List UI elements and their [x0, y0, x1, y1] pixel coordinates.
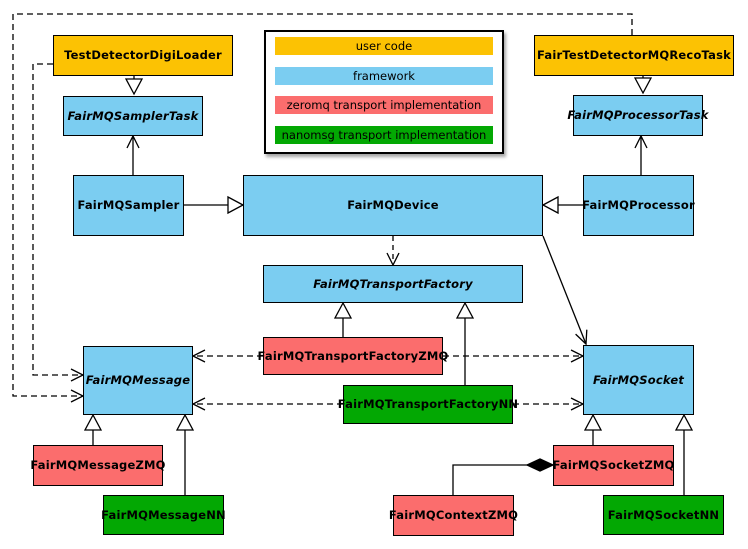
class-node-fairmq-context-zmq: FairMQContextZMQ [389, 495, 518, 536]
class-node-fairmq-sampler-task: FairMQSamplerTask [63, 96, 203, 136]
class-node-fairmq-processor: FairMQProcessor [582, 175, 695, 236]
dependency-arrow-factory-nn-to-message [191, 397, 343, 411]
class-node-fairmq-message-zmq: FairMQMessageZMQ [30, 445, 165, 486]
class-node-fairmq-socket-zmq: FairMQSocketZMQ [553, 445, 674, 486]
legend-item-user-code: user code [275, 37, 493, 55]
class-node-fairmq-message: FairMQMessage [83, 346, 193, 415]
inheritance-arrow-reco-task-to-processor-task [633, 76, 653, 95]
association-arrow-device-to-socket [542, 235, 588, 346]
class-node-fairmq-transport-factory-zmq: FairMQTransportFactoryZMQ [258, 337, 448, 375]
inheritance-arrow-message-nn-to-message [175, 413, 195, 495]
class-node-fairmq-socket: FairMQSocket [583, 345, 694, 415]
inheritance-arrow-socket-nn-to-socket [674, 413, 694, 495]
association-arrow-sampler-to-sampler-task [126, 134, 140, 175]
association-arrow-processor-to-processor-task [634, 134, 648, 175]
class-node-fairmq-socket-nn: FairMQSocketNN [603, 495, 724, 535]
dependency-arrow-factory-zmq-to-socket [443, 349, 585, 363]
dependency-arrow-device-to-transport-factory [386, 236, 400, 267]
class-node-fairmq-sampler: FairMQSampler [73, 175, 184, 236]
legend-item-framework: framework [275, 67, 493, 85]
legend-item-zeromq: zeromq transport implementation [275, 96, 493, 114]
class-node-fairmq-transport-factory: FairMQTransportFactory [263, 265, 523, 303]
inheritance-arrow-socket-zmq-to-socket [583, 413, 603, 445]
inheritance-arrow-message-zmq-to-message [83, 413, 103, 445]
legend: user code framework zeromq transport imp… [264, 30, 504, 154]
legend-item-nanomsg: nanomsg transport implementation [275, 126, 493, 144]
class-node-fair-test-detector-mq-reco-task: FairTestDetectorMQRecoTask [534, 35, 734, 76]
inheritance-arrow-factory-zmq-to-factory [333, 301, 353, 337]
class-node-fairmq-device: FairMQDevice [243, 175, 543, 236]
class-node-fairmq-transport-factory-nn: FairMQTransportFactoryNN [338, 385, 518, 424]
inheritance-arrow-digi-loader-to-sampler-task [124, 76, 144, 96]
dependency-arrow-factory-zmq-to-message [191, 349, 263, 363]
inheritance-arrow-processor-to-device [541, 195, 583, 215]
class-node-fairmq-message-nn: FairMQMessageNN [101, 495, 226, 535]
class-node-fairmq-processor-task: FairMQProcessorTask [567, 95, 708, 136]
class-node-test-detector-digi-loader: TestDetectorDigiLoader [53, 35, 233, 76]
inheritance-arrow-factory-nn-to-factory [455, 301, 475, 385]
inheritance-arrow-sampler-to-device [184, 195, 245, 215]
dependency-arrow-factory-nn-to-socket [513, 397, 585, 411]
composition-link-socket-zmq-to-context-zmq [452, 458, 555, 495]
